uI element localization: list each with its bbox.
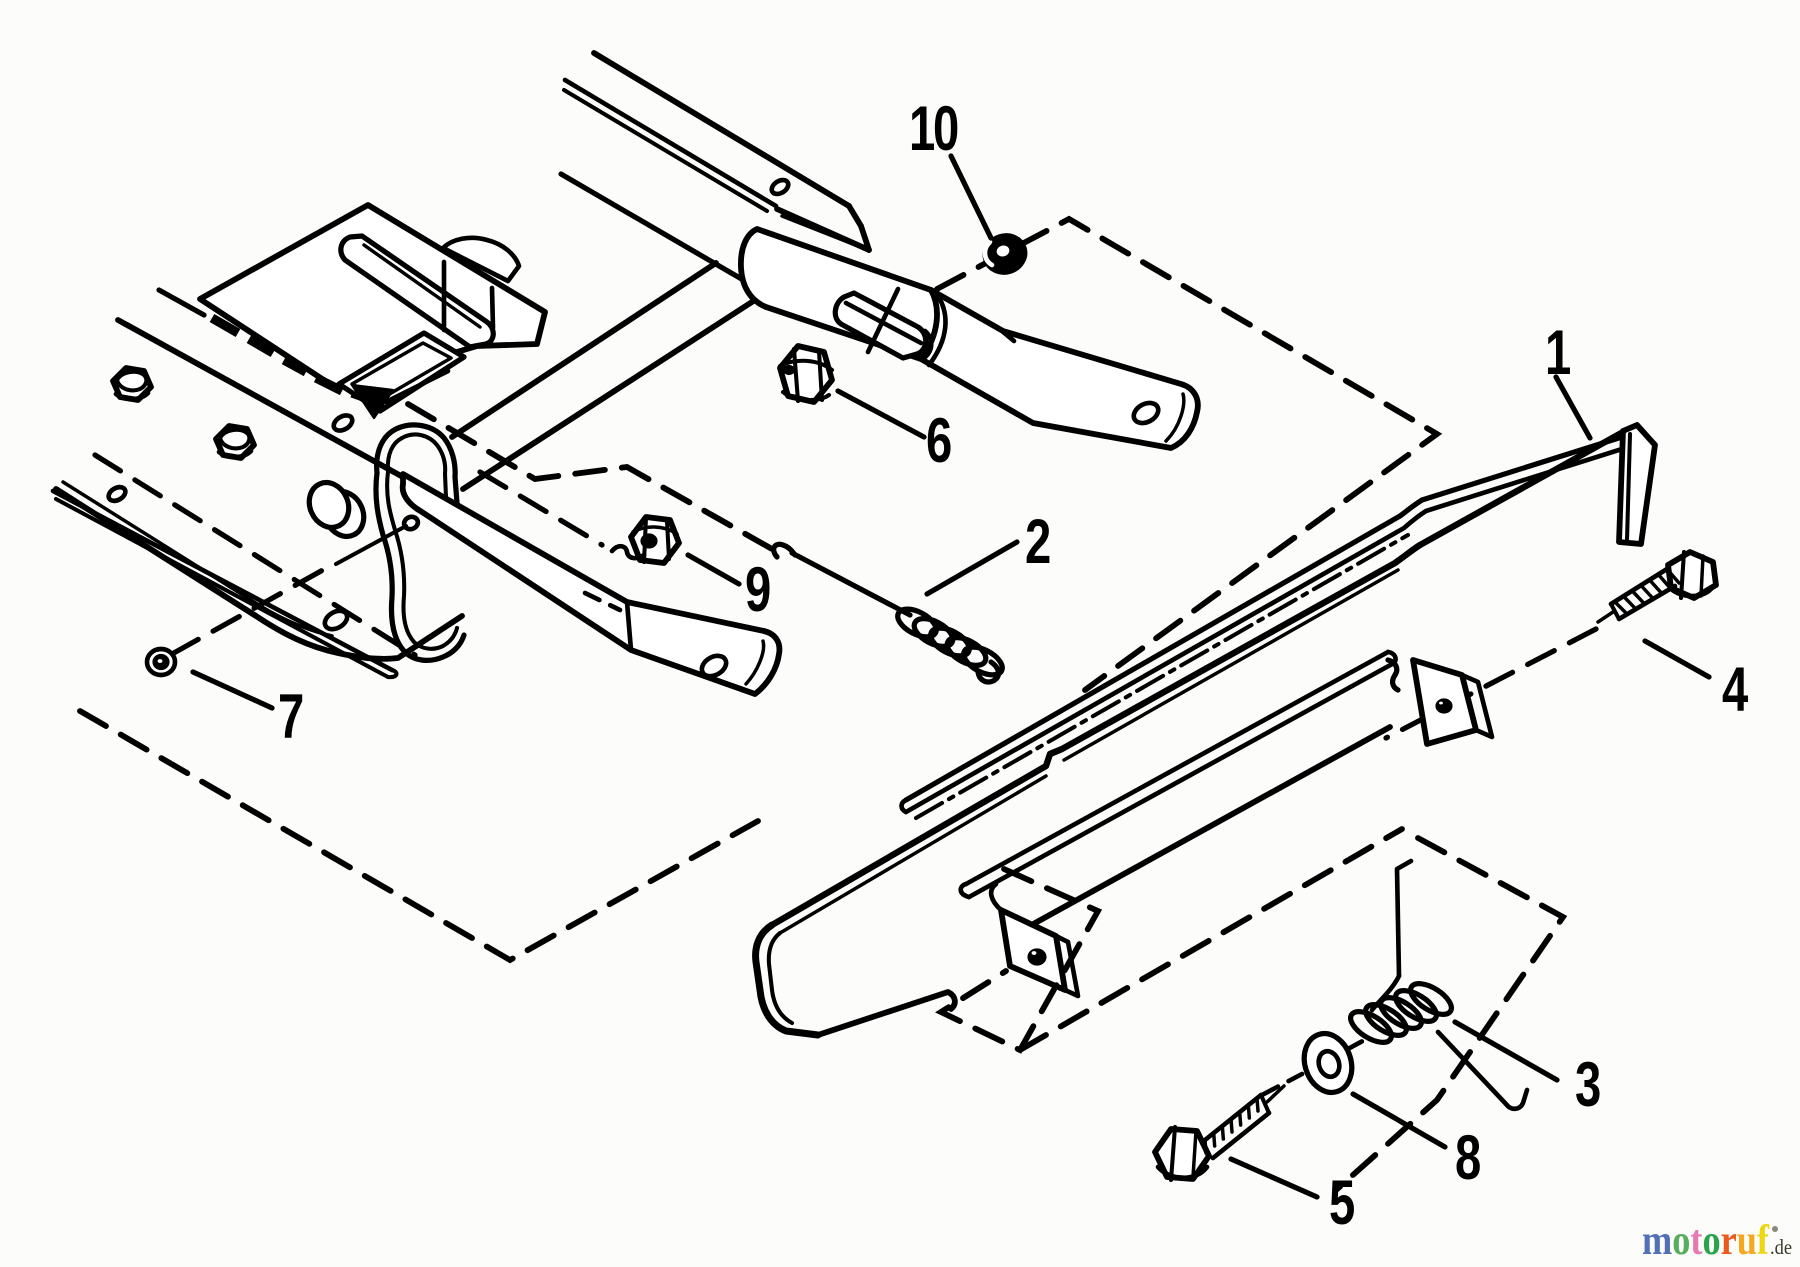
svg-text:8: 8 (1455, 1122, 1480, 1192)
svg-text:2: 2 (1025, 506, 1050, 576)
svg-text:motoruf: motoruf (1642, 1218, 1770, 1264)
svg-text:4: 4 (1722, 654, 1748, 724)
svg-text:.de: .de (1770, 1235, 1792, 1259)
svg-text:9: 9 (745, 554, 770, 624)
svg-text:10: 10 (909, 93, 958, 163)
svg-text:6: 6 (926, 405, 951, 475)
svg-text:7: 7 (278, 681, 303, 751)
svg-text:3: 3 (1575, 1049, 1600, 1119)
svg-text:5: 5 (1329, 1167, 1354, 1237)
svg-text:1: 1 (1545, 317, 1570, 387)
